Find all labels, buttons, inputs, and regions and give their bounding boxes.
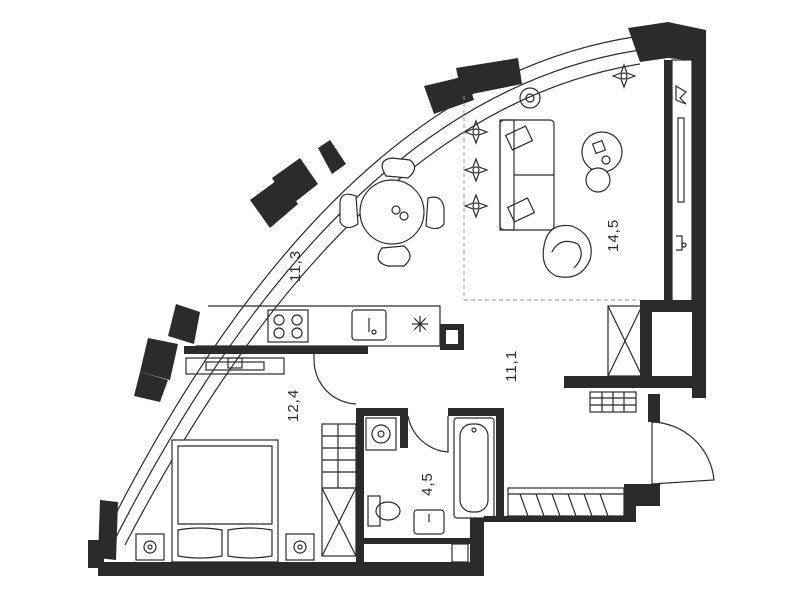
chair-icon (381, 157, 416, 179)
cushion-icon (504, 125, 534, 151)
interior-walls (184, 324, 504, 568)
lamp-icon (519, 87, 541, 109)
room-area-bedroom: 12,4 (285, 389, 302, 422)
room-labels: 11,3 14,5 11,1 12,4 4,5 (285, 219, 622, 496)
bed-icon (171, 439, 279, 563)
coffee-table-icon (581, 131, 623, 173)
chair-icon (339, 193, 359, 229)
living-furniture (463, 63, 687, 278)
toilet-icon (367, 495, 381, 527)
nightstand-icon (285, 533, 315, 561)
washing-machine-icon (365, 417, 397, 451)
shelf-icon (676, 235, 683, 251)
wardrobe-icon (185, 357, 285, 375)
plant-icon (463, 119, 489, 145)
exterior-walls (98, 30, 706, 576)
door-swing (407, 415, 449, 453)
closet-icon (321, 423, 357, 489)
bathroom-sink-icon (413, 509, 445, 535)
plant-icon (463, 157, 489, 183)
room-area-bathroom: 4,5 (419, 472, 436, 496)
plant-icon (463, 193, 489, 219)
dining-table (339, 157, 445, 267)
chair-icon (377, 245, 411, 267)
side-table-icon (585, 167, 611, 193)
kitchen-counter (196, 305, 441, 347)
plant-icon (412, 316, 428, 332)
pillow-icon (227, 527, 273, 559)
chair-icon (425, 196, 445, 230)
room-area-hall: 11,1 (503, 350, 520, 382)
curved-facade (88, 22, 706, 568)
plant-icon (611, 63, 637, 89)
hall-closet-icon (507, 487, 625, 517)
star-decor-icon (675, 84, 687, 105)
entry-door-swing (651, 421, 715, 485)
armchair-icon (542, 224, 592, 278)
hall-fixtures (507, 391, 715, 517)
nightstand-icon (135, 533, 165, 561)
door-swing (313, 354, 357, 405)
room-area-dining: 11,3 (287, 250, 304, 282)
tv-icon (677, 117, 685, 203)
cabinet-icon (321, 487, 357, 557)
stove-icon (267, 309, 309, 343)
bathtub-icon (453, 417, 495, 519)
zone-divider (463, 96, 640, 301)
bathroom-fixtures (365, 415, 495, 535)
bedroom-furniture (135, 354, 357, 563)
cushion-icon (506, 197, 536, 223)
room-area-living: 14,5 (605, 219, 622, 252)
kitchen-sink-icon (351, 309, 387, 341)
pillow-icon (177, 527, 223, 559)
